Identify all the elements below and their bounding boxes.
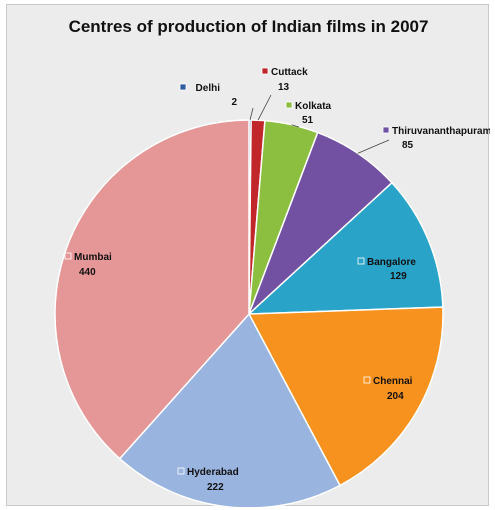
slice-value-cuttack: 13 bbox=[278, 82, 290, 93]
slice-label-thiruvananthapuram: Thiruvananthapuram bbox=[392, 126, 490, 137]
slice-label-hyderabad: Hyderabad bbox=[187, 467, 239, 478]
label-swatch-hyderabad bbox=[177, 467, 185, 475]
slice-label-chennai: Chennai bbox=[373, 376, 413, 387]
pie-slices bbox=[54, 119, 444, 507]
slice-value-delhi: 2 bbox=[231, 97, 237, 108]
slice-value-hyderabad: 222 bbox=[207, 482, 224, 493]
slice-value-bangalore: 129 bbox=[390, 271, 407, 282]
leader-line-cuttack bbox=[257, 94, 272, 121]
label-swatch-kolkata bbox=[285, 101, 293, 109]
label-swatch-mumbai bbox=[64, 252, 72, 260]
slice-label-kolkata: Kolkata bbox=[295, 101, 332, 112]
label-swatch-thiruvananthapuram bbox=[382, 126, 390, 134]
slice-label-cuttack: Cuttack bbox=[271, 67, 308, 78]
label-swatch-chennai bbox=[363, 376, 371, 384]
slice-value-thiruvananthapuram: 85 bbox=[402, 140, 414, 151]
pie-slice-bangalore bbox=[246, 181, 444, 315]
slice-label-bangalore: Bangalore bbox=[367, 257, 416, 268]
slice-label-mumbai: Mumbai bbox=[74, 252, 112, 263]
leader-line-kolkata bbox=[291, 124, 300, 128]
slice-value-mumbai: 440 bbox=[79, 267, 96, 278]
label-swatch-bangalore bbox=[357, 257, 365, 265]
chart-frame: Centres of production of Indian films in… bbox=[6, 4, 490, 507]
label-swatch-cuttack bbox=[261, 67, 269, 75]
pie-slice-chennai bbox=[247, 306, 444, 487]
slice-value-kolkata: 51 bbox=[302, 115, 314, 126]
pie-slice-mumbai bbox=[54, 119, 250, 460]
label-swatch-delhi bbox=[179, 83, 187, 91]
slice-value-chennai: 204 bbox=[387, 391, 404, 402]
slice-label-delhi: Delhi bbox=[196, 83, 221, 94]
leader-line-thiruvananthapuram bbox=[357, 139, 390, 154]
leader-line-delhi bbox=[249, 107, 254, 121]
pie-slice-hyderabad bbox=[118, 312, 341, 507]
chart-title: Centres of production of Indian films in… bbox=[68, 17, 429, 36]
